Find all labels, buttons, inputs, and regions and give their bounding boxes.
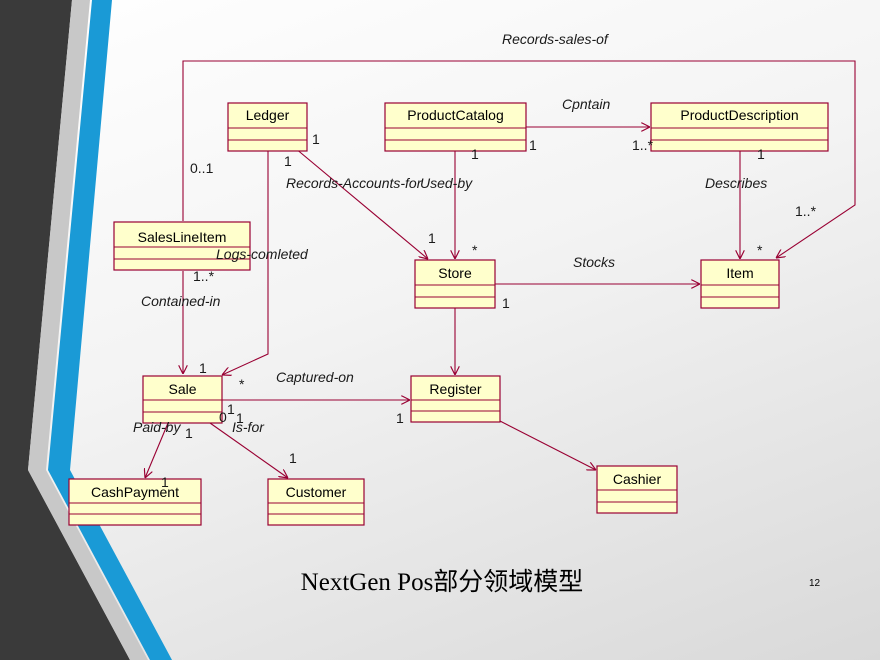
mult-catalog-bottom: 1	[471, 146, 479, 162]
records-sales-of-label: Records-sales-of	[502, 31, 610, 47]
mult-sli-bottom: 1..*	[193, 268, 215, 284]
store-label: Store	[438, 265, 472, 281]
describes-label: Describes	[705, 175, 767, 191]
page-number: 12	[809, 578, 821, 589]
mult-sale-top: 1	[199, 360, 207, 376]
multiplicities: 1 1 1 1 1..* 1 0..1 1..* 1 * 1 * 1..* 1 …	[161, 131, 817, 490]
mult-item-top: *	[757, 242, 763, 258]
paid-by-line	[145, 422, 169, 478]
class-ledger[interactable]: Ledger	[227, 102, 308, 152]
class-cash-payment[interactable]: CashPayment	[68, 478, 202, 526]
decorative-stripes	[0, 0, 172, 660]
mult-ledger-bottom: 1	[284, 153, 292, 169]
association-labels: Records-sales-of Cpntain Records-Account…	[133, 31, 767, 435]
logs-completed-line	[222, 151, 269, 375]
associations	[145, 60, 856, 478]
cpntain-label: Cpntain	[562, 96, 610, 112]
class-store[interactable]: Store	[414, 259, 496, 309]
mult-sli-top: 0..1	[190, 160, 214, 176]
item-label: Item	[726, 265, 753, 281]
register-label: Register	[429, 381, 481, 397]
stocks-label: Stocks	[573, 254, 615, 270]
mult-store-top-right: *	[472, 242, 478, 258]
mult-store-bottom-right: 1	[502, 295, 510, 311]
cash-payment-label: CashPayment	[91, 484, 179, 500]
mult-sale-bottom-left: 1	[185, 425, 193, 441]
records-sales-of-line	[182, 60, 856, 258]
class-customer[interactable]: Customer	[267, 478, 365, 526]
captured-on-label: Captured-on	[276, 369, 354, 385]
cashier-label: Cashier	[613, 471, 662, 487]
mult-customer-top: 1	[289, 450, 297, 466]
is-for-label: Is-for	[232, 419, 265, 435]
class-product-catalog[interactable]: ProductCatalog	[384, 102, 527, 152]
product-catalog-label: ProductCatalog	[407, 107, 504, 123]
paid-by-label: Paid-by	[133, 419, 181, 435]
contained-in-label: Contained-in	[141, 293, 221, 309]
class-product-description[interactable]: ProductDescription	[650, 102, 829, 152]
register-cashier-line	[499, 420, 596, 470]
mult-sale-right: *	[239, 376, 245, 392]
class-register[interactable]: Register	[410, 375, 501, 423]
slide-title: NextGen Pos部分领域模型	[301, 568, 584, 596]
mult-cashpay-top: 1	[161, 474, 169, 490]
mult-ledger-right: 1	[312, 131, 320, 147]
mult-sale-bottom-b: 1	[236, 410, 244, 426]
ledger-label: Ledger	[246, 107, 290, 123]
dark-stripe	[0, 0, 130, 660]
logs-completed-label: Logs-comleted	[216, 246, 309, 262]
class-sales-line-item[interactable]: SalesLineItem	[113, 221, 251, 271]
mult-register-left: 1	[396, 410, 404, 426]
mult-desc-bottom: 1	[757, 146, 765, 162]
records-accounts-for-label: Records-Accounts-for	[286, 175, 423, 191]
mult-item-far: 1..*	[795, 203, 817, 219]
sale-label: Sale	[168, 381, 196, 397]
mult-store-top-left: 1	[428, 230, 436, 246]
mult-sale-right-b: 1	[227, 401, 235, 417]
used-by-label: Used-by	[420, 175, 473, 191]
mult-desc-left: 1..*	[632, 137, 654, 153]
class-item[interactable]: Item	[700, 259, 780, 309]
customer-label: Customer	[286, 484, 347, 500]
product-description-label: ProductDescription	[680, 107, 798, 123]
records-accounts-for-line	[294, 147, 428, 259]
mult-catalog-right: 1	[529, 137, 537, 153]
light-stripe	[28, 0, 148, 660]
is-for-line	[209, 422, 288, 478]
class-sale[interactable]: Sale	[142, 375, 223, 424]
class-cashier[interactable]: Cashier	[596, 465, 678, 514]
sales-line-item-label: SalesLineItem	[138, 229, 227, 245]
mult-sale-bottom-a: 0	[219, 409, 227, 425]
